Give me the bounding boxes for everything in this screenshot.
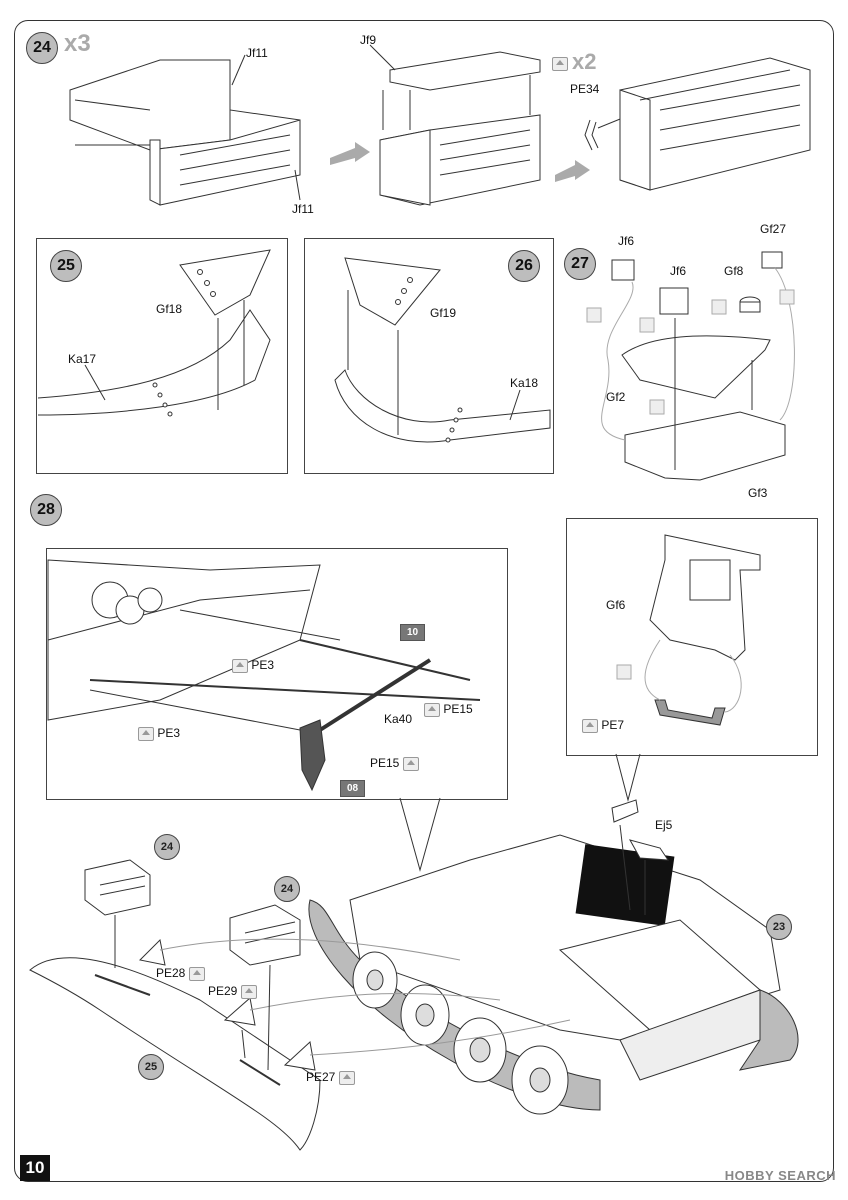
label-ka18: Ka18 <box>510 376 539 390</box>
label-gf19: Gf19 <box>430 306 457 320</box>
pe-icon <box>402 756 419 771</box>
step-26-badge: 26 <box>508 250 540 282</box>
label-pe28: PE28 <box>156 966 205 981</box>
label-jf9: Jf9 <box>360 33 377 47</box>
label-gf3: Gf3 <box>748 486 768 500</box>
label-pe15-b: PE15 <box>370 756 419 771</box>
tag-10: 10 <box>400 624 426 641</box>
pe-icon <box>582 718 598 733</box>
multiplier-x3: x3 <box>64 30 91 57</box>
label-gf2: Gf2 <box>606 390 626 404</box>
label-ka17: Ka17 <box>68 352 97 366</box>
pe-icon <box>232 658 248 673</box>
watermark: HOBBY SEARCH <box>724 1168 836 1183</box>
ref-step-24-b: 24 <box>274 876 300 902</box>
label-jf6-a: Jf6 <box>618 234 635 248</box>
label-pe34: PE34 <box>570 82 600 96</box>
label-pe3-a: PE3 <box>232 658 274 673</box>
label-pe7: PE7 <box>582 718 624 733</box>
label-jf6-b: Jf6 <box>670 264 687 278</box>
pe-icon <box>188 966 205 981</box>
label-ej5: Ej5 <box>655 818 673 832</box>
label-jf11-bottom: Jf11 <box>292 202 314 216</box>
pe-icon <box>552 55 568 73</box>
label-pe15-a: PE15 <box>424 702 473 717</box>
page-number: 10 <box>20 1155 50 1181</box>
pe-icon <box>240 984 257 999</box>
label-gf8: Gf8 <box>724 264 744 278</box>
tag-08: 08 <box>340 780 366 797</box>
label-pe29: PE29 <box>208 984 257 999</box>
label-pe3-b: PE3 <box>138 726 180 741</box>
label-gf18: Gf18 <box>156 302 183 316</box>
label-jf11-top: Jf11 <box>246 46 268 60</box>
label-gf27: Gf27 <box>760 222 787 236</box>
label-pe27: PE27 <box>306 1070 355 1085</box>
pe-icon <box>138 726 154 741</box>
ref-step-24-a: 24 <box>154 834 180 860</box>
ref-step-23: 23 <box>766 914 792 940</box>
step-28-badge: 28 <box>30 494 62 526</box>
label-ka40: Ka40 <box>384 712 413 726</box>
step-27-badge: 27 <box>564 248 596 280</box>
page-frame <box>14 20 834 1182</box>
step-25-badge: 25 <box>50 250 82 282</box>
multiplier-x2: x2 <box>572 49 597 74</box>
pe-icon <box>424 702 440 717</box>
ref-step-25: 25 <box>138 1054 164 1080</box>
label-gf6: Gf6 <box>606 598 626 612</box>
step-24-badge: 24 <box>26 32 58 64</box>
pe-icon <box>338 1070 355 1085</box>
